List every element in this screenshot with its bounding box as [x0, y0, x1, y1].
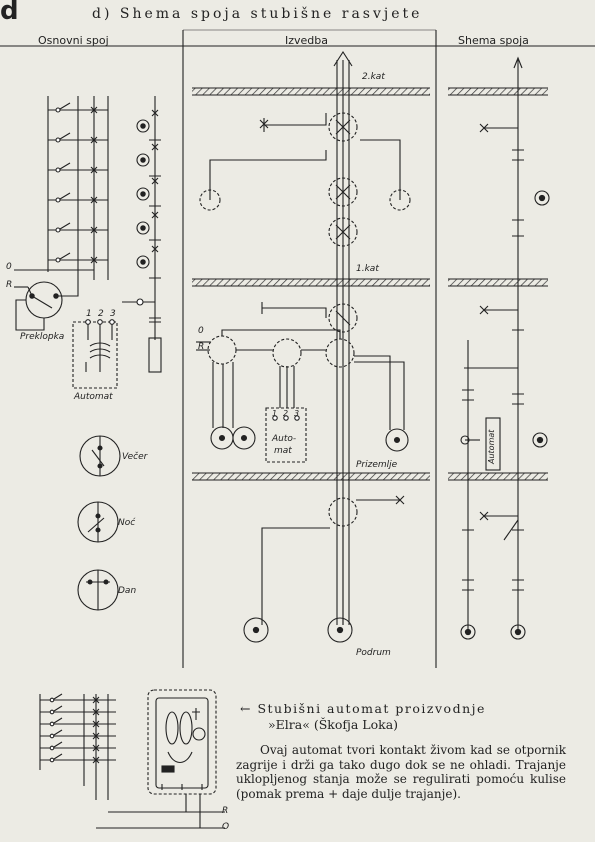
label-izvedba-term-1: 1 [272, 409, 278, 418]
label-prizemlje: Prizemlje [356, 460, 398, 470]
label-r: R [6, 280, 13, 290]
basic-switch-ladder [47, 96, 109, 280]
switch-box-prizemlje [261, 495, 405, 625]
noc-switch [77, 501, 119, 543]
basic-lamp [136, 119, 150, 269]
izvedba-automat-box [265, 407, 307, 463]
floor-slab-prizemlje [192, 473, 430, 480]
floor-slabs [192, 87, 430, 481]
scheme-lamps [460, 190, 550, 640]
basic-lamp-column [122, 96, 162, 373]
label-automat-box-2: mat [274, 446, 292, 456]
elra-automat-housing [147, 689, 217, 795]
switch-box-1kat [261, 302, 358, 333]
switch-box-2kat [209, 112, 401, 200]
label-bottom-r: R [222, 806, 229, 816]
ladder-switch-contacts [55, 102, 71, 263]
label-dan: Dan [118, 586, 137, 596]
preklopka-switch [15, 272, 79, 331]
label-izvedba-term-2: 2 [283, 409, 289, 418]
elra-automat-internals [155, 697, 209, 790]
scheme-slabs [448, 87, 548, 481]
izvedba-automat-terminals [272, 415, 300, 421]
label-izvedba-term-3: 3 [294, 409, 300, 418]
page-title: d) Shema spoja stubišne rasvjete [92, 6, 423, 22]
dan-switch [77, 569, 119, 611]
label-term-3: 3 [110, 309, 116, 319]
caption-text: Ovaj automat tvori kontakt živom kad se … [236, 743, 566, 801]
label-izvedba-o: 0 [198, 326, 204, 336]
floor-slab-1kat [192, 279, 430, 286]
label-kat2: 2.kat [362, 72, 385, 82]
junction-boxes-stair [199, 177, 411, 247]
izvedba-distribution [196, 329, 405, 430]
automat-coil [85, 324, 113, 372]
vecer-switch [79, 435, 121, 477]
bottom-switch-ladder [39, 693, 225, 829]
scheme-lines [460, 56, 524, 630]
label-automat-box-1: Auto- [272, 434, 297, 444]
izvedba-lamps [210, 426, 409, 452]
section-letter: d [0, 0, 19, 26]
label-preklopka: Preklopka [20, 332, 65, 342]
label-term-2: 2 [98, 309, 104, 319]
column-header-build: Izvedba [285, 34, 329, 47]
label-izvedba-r: R [198, 342, 205, 352]
scheme-automat-block [485, 417, 501, 471]
label-bottom-o: O [222, 822, 230, 832]
basic-automat-block [148, 337, 162, 373]
column-header-basic: Osnovni spoj [38, 34, 109, 47]
label-term-1: 1 [86, 309, 92, 319]
podrum-lamps [243, 617, 353, 643]
caption-subtitle: »Elra« (Škofja Loka) [268, 717, 399, 732]
column-header-scheme: Shema spoja [458, 34, 529, 47]
arrow-left-icon: ← [240, 701, 252, 716]
label-automat: Automat [74, 392, 113, 402]
floor-slab-2kat [192, 88, 430, 95]
label-automat-vertical: Automat [487, 429, 496, 464]
label-vecer: Večer [122, 452, 148, 462]
automat-box [72, 321, 118, 389]
label-podrum: Podrum [356, 648, 391, 658]
label-kat1: 1.kat [356, 264, 379, 274]
label-o: 0 [6, 262, 12, 272]
ladder-cross-marks [90, 106, 98, 264]
caption-title: ← Stubišni automat proizvodnje [240, 701, 486, 716]
label-noc: Noć [118, 518, 136, 528]
automat-terminals [85, 319, 115, 325]
